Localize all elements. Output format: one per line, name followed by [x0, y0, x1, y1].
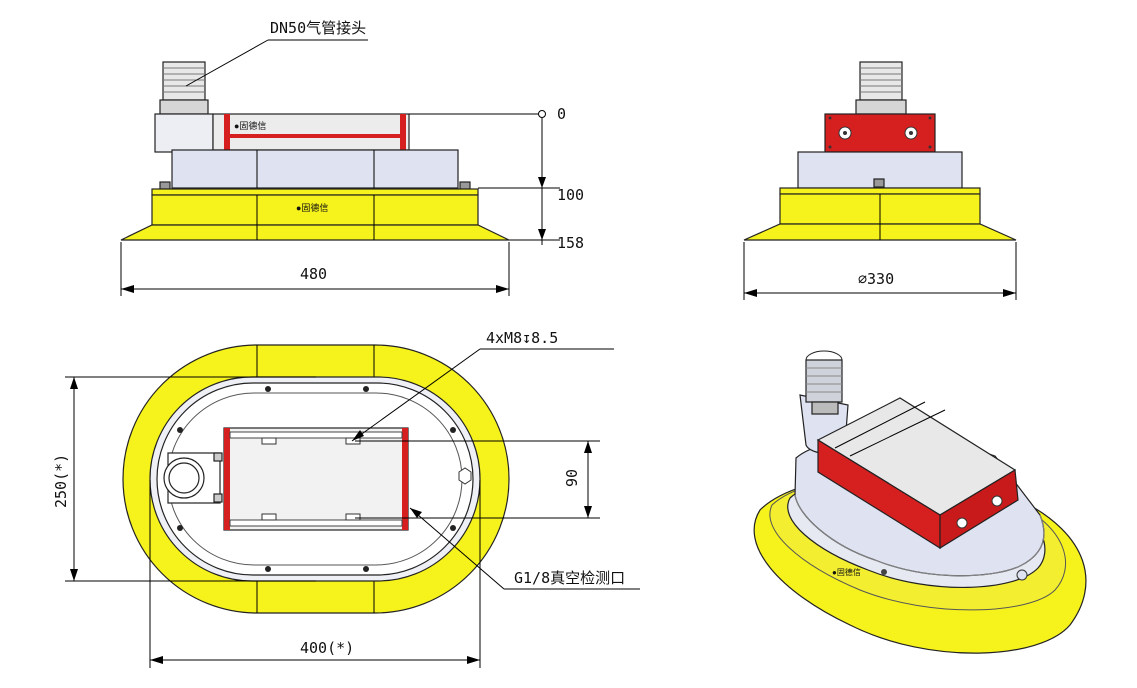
dimension-pitch-90: 90	[563, 469, 581, 487]
air-fitting	[154, 61, 214, 153]
brand-label: ●固德信	[832, 567, 861, 577]
foam-seal: ●固德信	[120, 188, 510, 241]
brand-label: ●固德信	[234, 120, 266, 131]
dimension-width-480: 480	[300, 265, 327, 283]
dimension-diameter-330: ∅330	[858, 270, 894, 288]
pump-body	[171, 149, 459, 189]
thread-callout: 4xM8↧8.5	[486, 329, 558, 347]
level-100: 100	[557, 186, 584, 204]
isometric-view: ●固德信	[753, 350, 1087, 654]
air-fitting-iso	[805, 359, 843, 403]
top-view: 4xM8↧8.5 G1/8真空检测口 90 250(*) 400(*)	[52, 329, 640, 668]
leader-line	[185, 39, 269, 87]
front-view: ●固德信 ●固德信 DN50气管接头 0 100 158	[120, 19, 584, 296]
vacuum-port-iso	[1016, 569, 1028, 581]
vacuum-port-callout: G1/8真空检测口	[514, 569, 625, 587]
controller-box: ●固德信	[212, 113, 410, 151]
mounting-holes	[177, 386, 456, 572]
level-158: 158	[557, 234, 584, 252]
side-view: ∅330	[743, 61, 1017, 300]
fitting-callout: DN50气管接头	[270, 19, 366, 37]
dimension-height-250: 250(*)	[52, 454, 70, 508]
dimension-width-400: 400(*)	[300, 639, 354, 657]
brand-label: ●固德信	[296, 202, 328, 213]
controller-box-top	[223, 427, 409, 531]
level-0: 0	[557, 105, 566, 123]
